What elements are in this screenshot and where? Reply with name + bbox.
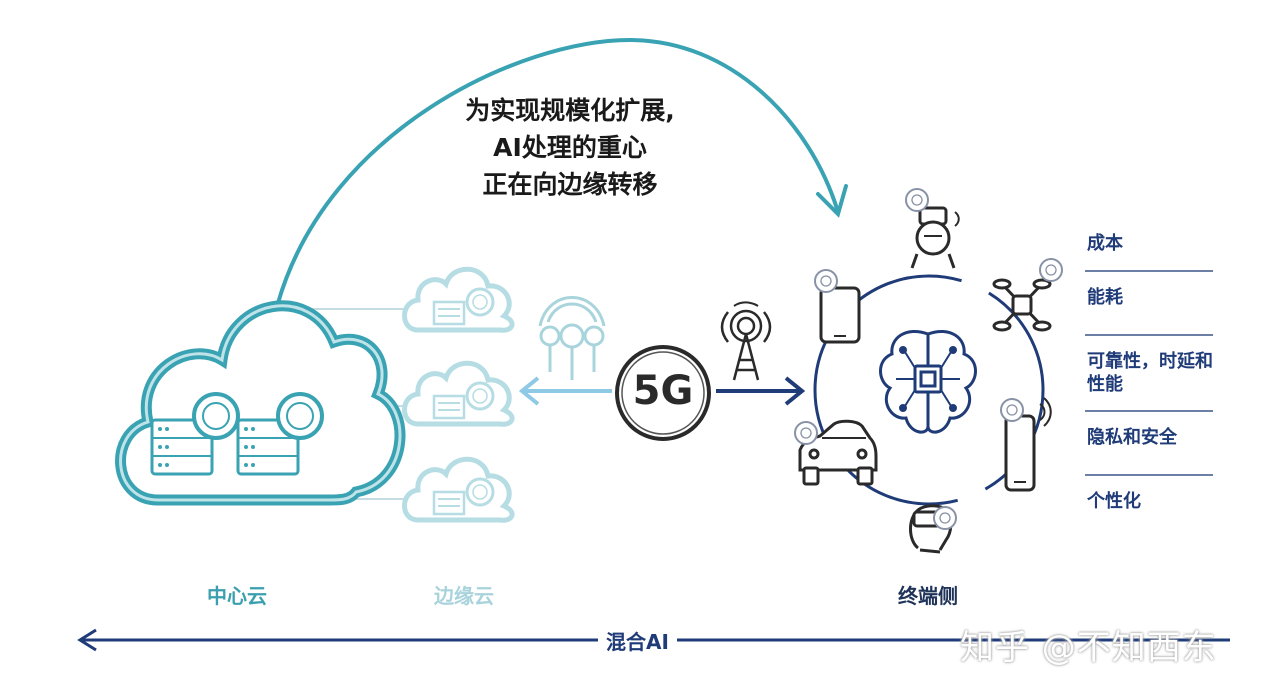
tablet-icon	[814, 269, 861, 344]
arrow-to-terminal	[716, 376, 806, 406]
factor-item: 隐私和安全	[1085, 412, 1213, 476]
vr-headset-icon	[909, 504, 958, 554]
network-5g-label: 5G	[632, 368, 694, 414]
hybrid-ai-label: 混合AI	[598, 626, 677, 655]
headline-line-2: AI处理的重心	[493, 133, 647, 162]
network-5g-badge	[615, 345, 711, 441]
edge-cloud-label: 边缘云	[434, 584, 494, 608]
antenna-signal-icon	[538, 296, 606, 380]
headline-line-1: 为实现规模化扩展,	[465, 96, 675, 125]
device-ring	[813, 274, 1045, 506]
factor-item: 成本	[1085, 226, 1213, 272]
edge-shift-arc	[276, 37, 848, 304]
car-icon	[793, 419, 878, 486]
drone-icon	[992, 257, 1064, 332]
headline-line-3: 正在向边缘转移	[482, 170, 658, 199]
robot-icon	[904, 187, 960, 269]
factor-item: 可靠性，时延和性能	[1085, 336, 1213, 412]
headline: 为实现规模化扩展, AI处理的重心 正在向边缘转移	[440, 92, 700, 203]
cloud-server-icon	[115, 300, 406, 506]
cell-tower-icon	[720, 301, 772, 381]
ai-brain-chip-icon	[879, 330, 977, 434]
central-cloud-label: 中心云	[207, 584, 267, 608]
terminal-side-label: 终端侧	[898, 584, 958, 608]
arrow-to-edge	[518, 376, 612, 406]
phone-icon	[1000, 397, 1052, 492]
factor-list: 成本 能耗 可靠性，时延和性能 隐私和安全 个性化	[1085, 226, 1213, 525]
watermark: 知乎 @不知西东	[960, 628, 1217, 668]
factor-item: 个性化	[1087, 491, 1141, 512]
factor-item: 能耗	[1085, 272, 1213, 336]
edge-cloud-icon	[405, 269, 513, 520]
